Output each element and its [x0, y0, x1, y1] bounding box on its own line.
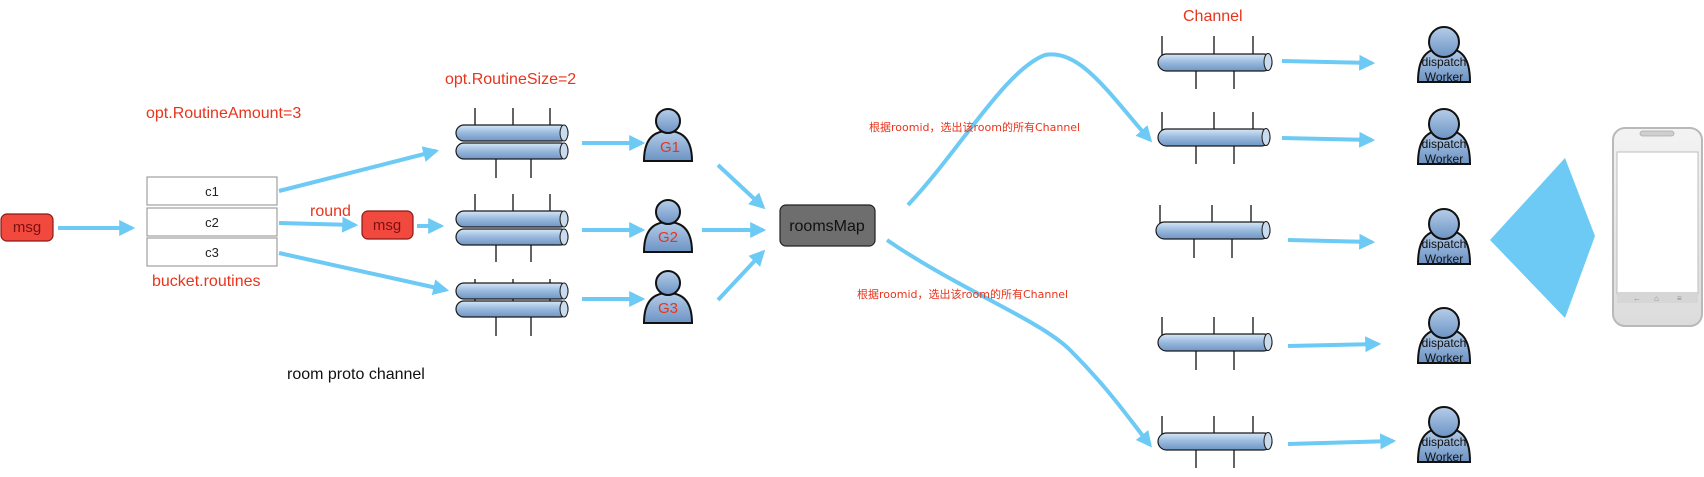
proto-channel-group-1: [455, 108, 569, 178]
channel-pipe-4: [1157, 317, 1273, 370]
arrow-g1-to-roomsmap: [716, 163, 766, 210]
svg-text:G3: G3: [658, 300, 678, 317]
svg-text:Worker: Worker: [1425, 450, 1463, 464]
bucket-routines-list: c1 c2 c3: [146, 176, 278, 267]
round-label: round: [310, 203, 351, 220]
goroutine-g3: G3: [642, 270, 694, 324]
dispatch-worker-1: dispatch Worker: [1416, 26, 1472, 84]
channel-pipe-5: [1157, 416, 1273, 468]
input-msg: msg: [0, 213, 54, 242]
routine-amount-label: opt.RoutineAmount=3: [146, 105, 301, 122]
dispatch-worker-4: dispatch Worker: [1416, 307, 1472, 365]
svg-text:dispatch: dispatch: [1422, 435, 1467, 449]
big-arrow-to-device: [1490, 158, 1595, 318]
proto-channel-group-3: [455, 279, 569, 336]
svg-text:Worker: Worker: [1425, 351, 1463, 365]
channel-pipe-2: [1157, 112, 1271, 164]
client-phone-icon: ← ⌂ ≡: [1612, 127, 1703, 327]
person-icon: [642, 108, 694, 162]
svg-text:Worker: Worker: [1425, 252, 1463, 266]
svg-text:dispatch: dispatch: [1422, 137, 1467, 151]
person-icon: [1416, 208, 1472, 265]
svg-text:Worker: Worker: [1425, 70, 1463, 84]
dispatch-worker-2: dispatch Worker: [1416, 108, 1472, 166]
svg-text:msg: msg: [373, 217, 401, 234]
channel-pipe-3: [1155, 205, 1271, 258]
arrow-c3-to-proto: [278, 251, 450, 296]
routine-c2: c2: [146, 207, 278, 237]
rooms-map-node: roomsMap: [779, 204, 876, 247]
svg-text:≡: ≡: [1677, 294, 1682, 303]
svg-text:dispatch: dispatch: [1422, 336, 1467, 350]
svg-text:Worker: Worker: [1425, 152, 1463, 166]
routine-size-label: opt.RoutineSize=2: [445, 71, 576, 88]
svg-text:G2: G2: [658, 229, 678, 246]
arrow-channel4-to-worker4: [1287, 336, 1382, 353]
round-msg: msg: [361, 210, 414, 240]
svg-text:c2: c2: [205, 215, 219, 230]
select-channels-label-bottom: 根据roomid，选出该room的所有Channel: [857, 287, 1068, 301]
arrow-channel2-to-worker2: [1281, 131, 1376, 148]
svg-text:msg: msg: [13, 219, 41, 236]
dispatch-worker-3: dispatch Worker: [1416, 208, 1472, 266]
svg-text:dispatch: dispatch: [1422, 237, 1467, 251]
svg-text:dispatch: dispatch: [1422, 55, 1467, 69]
arrow-roomsmap-to-bottom-channel: [885, 238, 1152, 448]
person-icon: [1416, 307, 1472, 364]
person-icon: [1416, 26, 1472, 83]
channel-pipe-1: [1157, 36, 1273, 89]
bucket-routines-label: bucket.routines: [152, 273, 261, 290]
channel-label: Channel: [1183, 8, 1243, 25]
svg-text:roomsMap: roomsMap: [789, 218, 865, 235]
svg-text:c3: c3: [205, 245, 219, 260]
svg-text:←: ←: [1633, 294, 1641, 303]
arrow-roomsmap-to-top-channel: [906, 52, 1153, 207]
routine-c1: c1: [146, 176, 278, 206]
select-channels-label-top: 根据roomid，选出该room的所有Channel: [869, 120, 1080, 134]
proto-channel-group-2: [455, 194, 569, 262]
goroutine-g2: G2: [642, 199, 694, 253]
arrow-g3-to-roomsmap: [716, 249, 766, 302]
svg-text:⌂: ⌂: [1654, 294, 1659, 303]
svg-text:c1: c1: [205, 184, 219, 199]
person-icon: [1416, 108, 1472, 165]
dispatch-worker-5: dispatch Worker: [1416, 406, 1472, 464]
arrow-c1-to-proto: [278, 146, 440, 193]
goroutine-g1: G1: [642, 108, 694, 162]
person-icon: [642, 199, 694, 253]
arrow-channel5-to-worker5: [1287, 433, 1397, 450]
room-proto-channel-label: room proto channel: [287, 366, 425, 383]
routine-c3: c3: [146, 237, 278, 267]
person-icon: [1416, 406, 1472, 463]
person-icon: [642, 270, 694, 324]
arrow-channel1-to-worker1: [1281, 54, 1376, 71]
arrow-channel3-to-worker3: [1287, 233, 1376, 250]
arrow-c2-to-msg: [278, 216, 359, 233]
svg-text:G1: G1: [660, 139, 680, 156]
